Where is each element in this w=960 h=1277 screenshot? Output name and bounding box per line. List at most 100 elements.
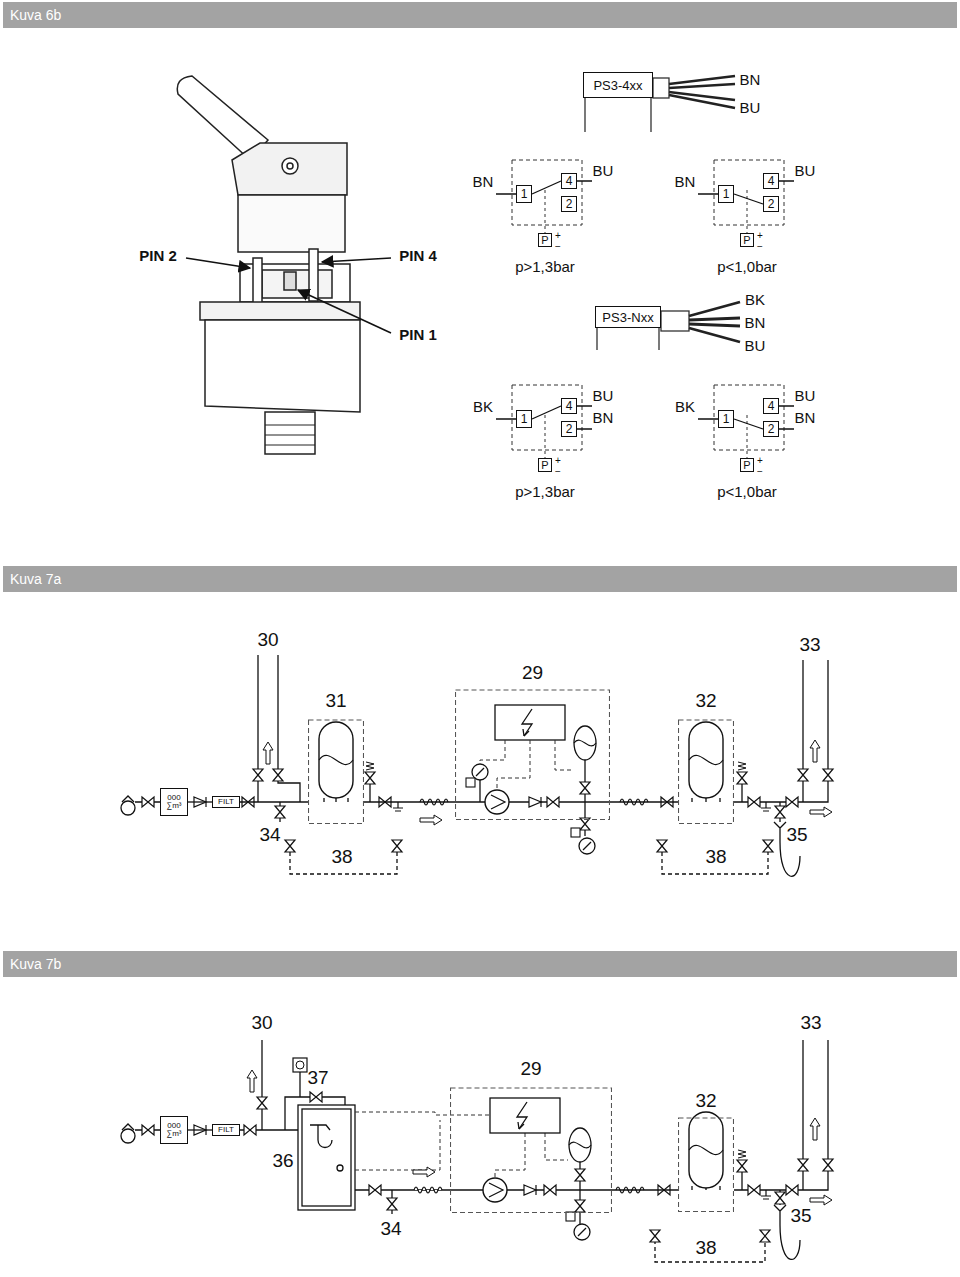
- schematic-part: [669, 84, 735, 88]
- wire-color: BU: [745, 338, 766, 355]
- dashed-outline: [451, 1088, 612, 1213]
- schematic-part: [177, 76, 360, 454]
- wire-color: BK: [745, 292, 765, 309]
- box-text: 1: [723, 413, 730, 425]
- schematic-part: [798, 769, 808, 781]
- sign: −: [757, 241, 763, 252]
- schematic-part: [714, 160, 784, 225]
- pipe-line: [188, 1129, 212, 1130]
- schematic-part: [650, 1230, 660, 1242]
- schematic-part: [302, 1109, 351, 1206]
- callout-number: 36: [272, 1151, 293, 1172]
- box-text: 4: [768, 175, 775, 187]
- box-text: 1: [723, 188, 730, 200]
- schematic-part: [689, 302, 740, 316]
- schematic-part: [337, 1165, 343, 1171]
- wire-color: BN: [795, 410, 816, 427]
- sign: +: [555, 230, 561, 241]
- schematic-part: [689, 318, 740, 320]
- pressure-label: p<1,0bar: [717, 259, 777, 276]
- wire-color: BU: [795, 388, 816, 405]
- schematic-part: [275, 806, 285, 818]
- box-text: 2: [768, 423, 775, 435]
- wire-color: BN: [473, 174, 494, 191]
- schematic-part: [523, 729, 529, 736]
- schematic-part: [121, 655, 828, 876]
- pressure-label: p<1,0bar: [717, 484, 777, 501]
- filter-box: FILT: [212, 1124, 240, 1136]
- schematic-part: [238, 195, 345, 252]
- schematic-part: [497, 740, 530, 790]
- box-text: 4: [566, 400, 573, 412]
- sign: −: [555, 241, 561, 252]
- pin-label: PIN 2: [139, 248, 177, 265]
- schematic-part: [669, 76, 735, 84]
- schematic-part: [689, 302, 740, 342]
- schematic-part: [585, 78, 669, 132]
- callout-number: 34: [259, 825, 280, 846]
- schematic-part: [689, 722, 723, 798]
- schematic-part: [485, 790, 509, 814]
- pressure-box: P: [538, 233, 552, 247]
- schematic-part: [689, 328, 740, 342]
- schematic-part: [293, 1058, 307, 1072]
- schematic-part: [287, 163, 293, 169]
- wire-color: BK: [473, 399, 493, 416]
- schematic-part: [355, 1112, 490, 1115]
- pin-box: 1: [718, 410, 734, 428]
- sign: +: [757, 230, 763, 241]
- callout-number: 38: [705, 847, 726, 868]
- pressure-box: P: [538, 458, 552, 472]
- box-text: P: [743, 235, 750, 246]
- schematic-part: [748, 1185, 760, 1195]
- pipe-line: [610, 801, 678, 802]
- dashed-outline: [450, 1058, 612, 1213]
- schematic-part: [322, 258, 391, 262]
- schematic-part: [273, 769, 283, 781]
- schematic-part: [810, 1195, 832, 1205]
- schematic-part: [387, 1198, 397, 1210]
- pressure-box: P: [740, 458, 754, 472]
- schematic-part: [669, 95, 735, 108]
- section-band: Kuva 6b: [3, 2, 957, 28]
- pump-unit: 29: [450, 1058, 612, 1213]
- pin-label: PIN 4: [399, 248, 437, 265]
- schematic-part: [761, 1190, 771, 1199]
- schematic-part: [823, 769, 833, 781]
- box-text: 000: [167, 794, 180, 802]
- schematic-part: [496, 406, 592, 429]
- schematic-part: [319, 722, 353, 798]
- schematic-part: [483, 1178, 507, 1202]
- schematic-part: [574, 726, 596, 760]
- schematic-part: [545, 190, 747, 458]
- schematic-part: [296, 1061, 304, 1069]
- box-text: 2: [566, 198, 573, 210]
- water-meter: 000∑m³: [160, 1116, 188, 1144]
- schematic-part: [698, 181, 794, 194]
- schematic-part: [512, 160, 582, 225]
- box-text: P: [541, 235, 548, 246]
- schematic-part: [369, 1185, 381, 1195]
- schematic-part: [253, 258, 262, 304]
- schematic-part: [522, 709, 532, 736]
- tank-group: 31: [308, 690, 364, 824]
- schematic-part: [495, 705, 565, 740]
- section-title: Kuva 6b: [10, 2, 957, 28]
- pipe-line: [612, 1189, 678, 1190]
- section-title: Kuva 7b: [10, 951, 957, 977]
- schematic-part: [496, 181, 794, 429]
- box-text: FILT: [218, 1126, 234, 1134]
- schematic-part: [142, 797, 154, 807]
- schematic-part: [466, 778, 475, 787]
- schematic-part: [810, 740, 820, 762]
- schematic-part: [518, 1122, 524, 1129]
- box-text: 4: [566, 175, 573, 187]
- schematic-part: [748, 797, 760, 807]
- schematic-part: [737, 1150, 747, 1172]
- pump-unit: 29: [455, 662, 610, 820]
- schematic-part: [585, 98, 651, 132]
- schematic-part: [495, 1133, 525, 1178]
- plug-box: PS3-4xx: [583, 72, 653, 98]
- schematic-part: [653, 78, 669, 98]
- schematic-part: [479, 780, 480, 802]
